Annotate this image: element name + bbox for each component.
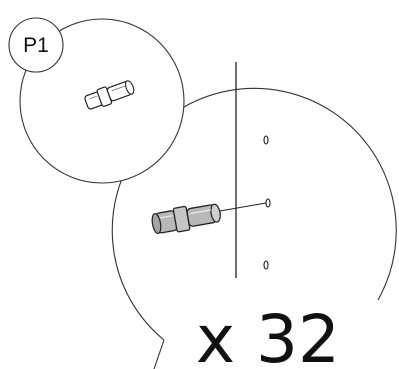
quantity-text: x 32 [196, 301, 340, 369]
detail-callout-circle [111, 87, 397, 341]
shelf-pin-part-icon [84, 80, 135, 110]
part-label-text: P1 [23, 34, 49, 57]
shelf-pin-detail-icon [151, 203, 221, 235]
shelf-pin-hole-middle [265, 198, 271, 208]
part-label-badge [8, 17, 64, 73]
shelf-pin-hole-bottom [263, 260, 269, 270]
detail-callout-leader [153, 339, 165, 369]
shelf-pin-hole-top [263, 135, 269, 145]
insertion-guide-line [219, 202, 267, 212]
